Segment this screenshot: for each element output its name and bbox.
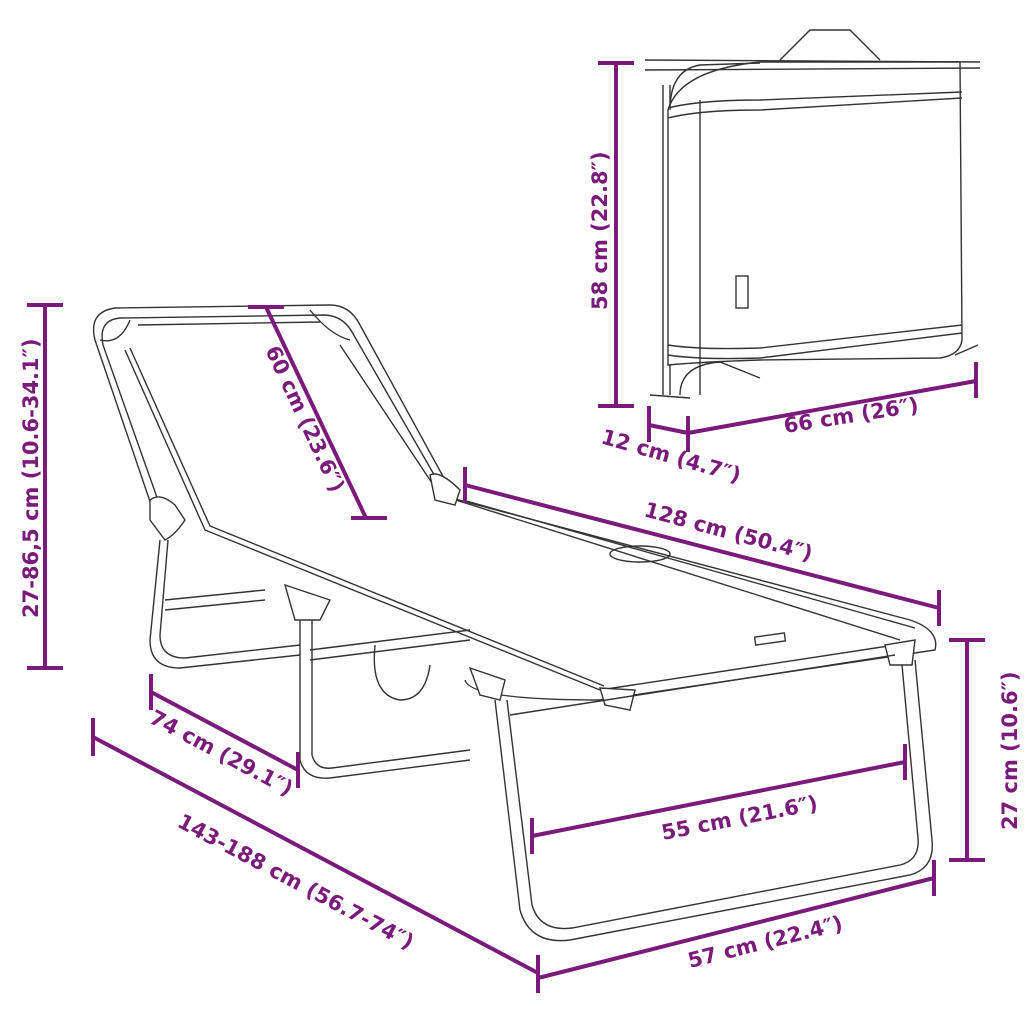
folded-depth-label: 12 cm (4.7″) bbox=[599, 425, 744, 488]
folded-width-label: 66 cm (26″) bbox=[782, 393, 920, 438]
leg-length-dimension: 74 cm (29.1″) bbox=[146, 674, 300, 801]
outer-width-dimension: 57 cm (22.4″) bbox=[537, 860, 936, 980]
seat-height-dimension: 27 cm (10.6″) bbox=[949, 638, 1022, 862]
inner-width-label: 55 cm (21.6″) bbox=[659, 791, 819, 845]
lounger-drawing bbox=[92, 304, 937, 942]
folded-height-label: 58 cm (22.8″) bbox=[588, 151, 612, 310]
folded-width-dimension: 66 cm (26″) bbox=[687, 362, 978, 438]
total-length-dimension: 143-188 cm (56.7-74″) bbox=[91, 718, 540, 993]
backrest-length-dimension: 60 cm (23.6″) bbox=[248, 305, 387, 520]
backrest-height-label: 27-86,5 cm (10.6-34.1″) bbox=[19, 338, 43, 618]
inner-width-dimension: 55 cm (21.6″) bbox=[530, 744, 907, 854]
folded-lounger-drawing bbox=[644, 29, 981, 399]
backrest-height-dimension: 27-86,5 cm (10.6-34.1″) bbox=[19, 303, 63, 670]
backrest-length-label: 60 cm (23.6″) bbox=[260, 342, 349, 496]
seat-height-label: 27 cm (10.6″) bbox=[998, 671, 1022, 830]
folded-depth-dimension: 12 cm (4.7″) bbox=[599, 406, 744, 487]
folded-height-dimension: 58 cm (22.8″) bbox=[588, 61, 634, 408]
total-length-label: 143-188 cm (56.7-74″) bbox=[174, 809, 418, 954]
seat-length-dimension: 128 cm (50.4″) bbox=[463, 467, 941, 626]
leg-length-label: 74 cm (29.1″) bbox=[146, 705, 297, 801]
